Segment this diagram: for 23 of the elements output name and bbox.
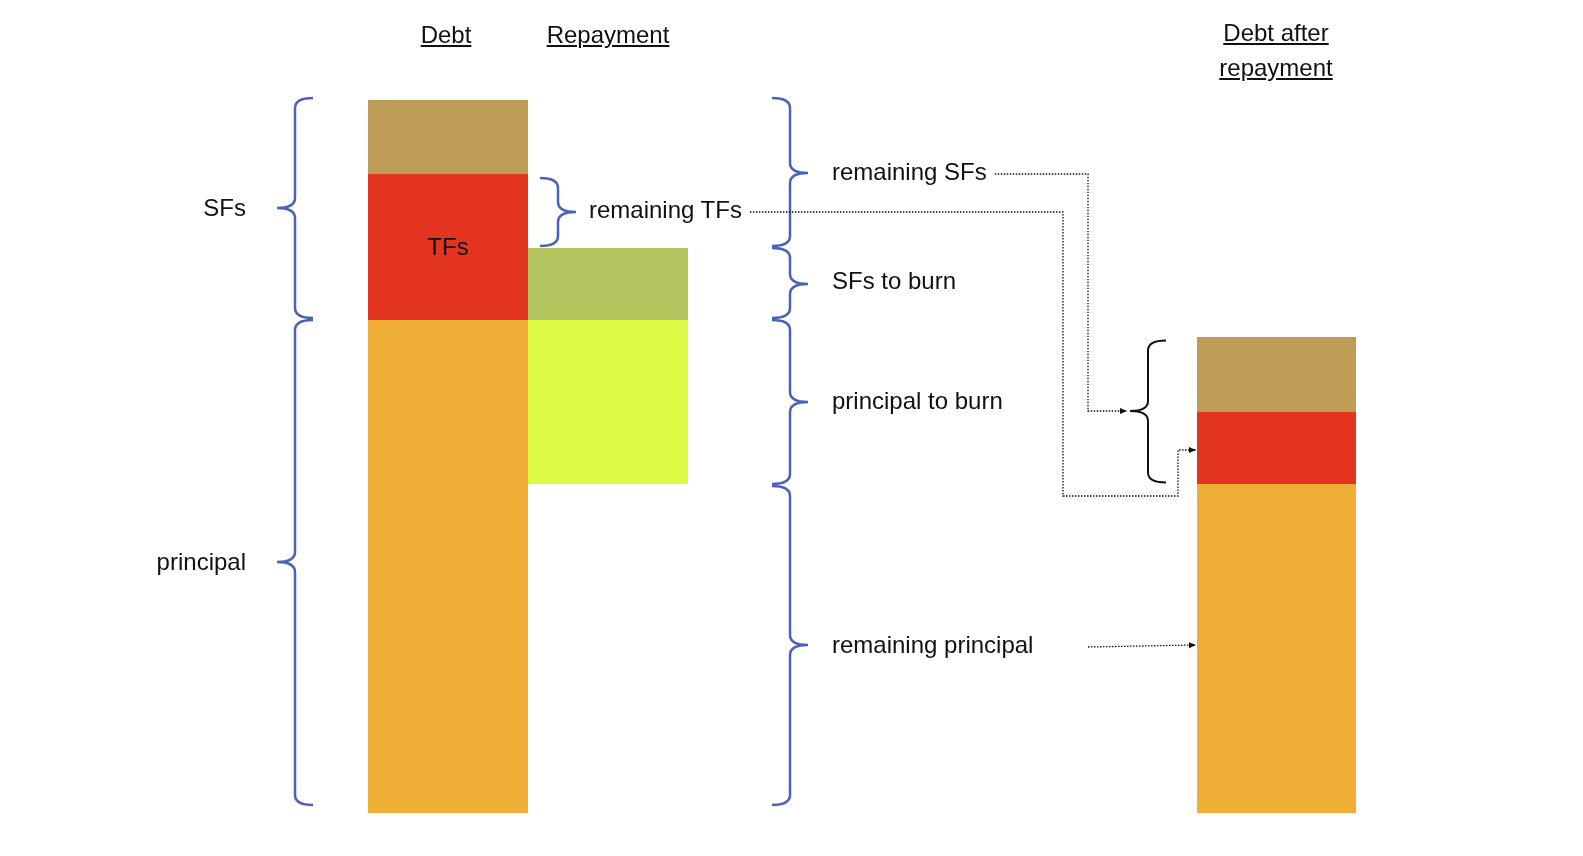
debt-block <box>368 100 528 174</box>
arrow <box>1087 642 1197 649</box>
brace-label: remaining TFs <box>589 192 742 228</box>
debt-block <box>1197 412 1356 484</box>
curly-brace <box>1128 339 1168 484</box>
debt-block <box>368 174 528 320</box>
block-label: TFs <box>427 233 469 261</box>
brace-label: SFs <box>203 193 246 223</box>
brace-label: SFs to burn <box>832 266 957 296</box>
column-heading: Debt <box>419 20 473 50</box>
debt-block <box>1197 484 1356 813</box>
debt-block <box>1197 337 1356 412</box>
brace-label: remaining SFs <box>832 154 987 190</box>
repayment-block <box>528 248 688 320</box>
column-heading: Repayment <box>545 20 671 50</box>
arrow <box>749 211 1197 497</box>
repayment-block <box>528 320 688 484</box>
brace-label: remaining principal <box>832 627 1034 663</box>
arrow <box>994 173 1128 414</box>
brace-label: principal <box>156 547 246 577</box>
brace-label: principal to burn <box>832 386 1003 416</box>
debt-block <box>368 320 528 813</box>
column-heading: Debt after repayment <box>1218 18 1334 83</box>
